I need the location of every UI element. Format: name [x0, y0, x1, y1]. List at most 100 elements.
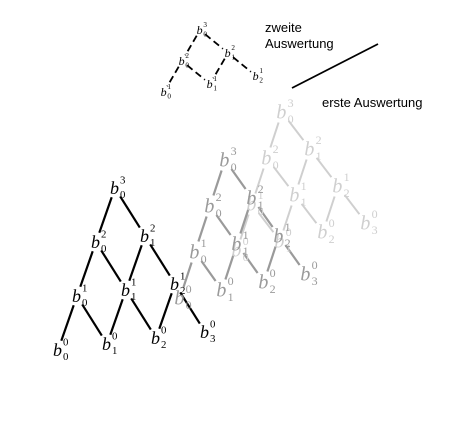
- node-symbol: b: [225, 46, 231, 60]
- node-subscript: 0: [203, 31, 207, 39]
- node-symbol: b: [207, 77, 213, 91]
- node-subscript: 2: [180, 285, 185, 297]
- node-symbol: b: [231, 239, 241, 261]
- triangle-front-bold-edge: [81, 303, 103, 337]
- node-superscript: 1: [82, 283, 87, 295]
- node-subscript: 2: [285, 236, 291, 250]
- node-superscript: 2: [273, 142, 279, 156]
- node-symbol: b: [332, 175, 342, 197]
- node-symbol: b: [253, 69, 259, 83]
- node-symbol: b: [204, 195, 214, 217]
- node-superscript: 3: [288, 96, 294, 110]
- triangle-front-bold-edge: [158, 292, 173, 330]
- node-symbol: b: [261, 147, 271, 169]
- node-symbol: b: [174, 287, 184, 309]
- node-subscript: 1: [231, 54, 235, 62]
- node-superscript: 0: [228, 274, 234, 288]
- triangle-back-light-edge: [297, 159, 308, 185]
- node-subscript: 0: [186, 298, 192, 312]
- node-superscript: 2: [258, 182, 264, 196]
- node-symbol: b: [304, 138, 314, 160]
- node-subscript: 0: [120, 189, 125, 201]
- node-superscript: 3: [203, 21, 207, 29]
- triangle-top-small-edge: [212, 58, 226, 79]
- triangle-back-light-edge: [343, 194, 361, 215]
- node-superscript: 0: [186, 282, 192, 296]
- node-subscript: 1: [228, 290, 234, 304]
- node-subscript: 0: [167, 93, 171, 101]
- node-symbol: b: [53, 340, 62, 360]
- triangle-front-bold-edge: [100, 249, 122, 283]
- node-subscript: 1: [258, 198, 264, 212]
- node-superscript: 0: [312, 258, 318, 272]
- node-superscript: 1: [167, 83, 171, 91]
- triangle-back-light-edge: [269, 122, 280, 148]
- node-subscript: 0: [201, 252, 207, 266]
- node-subscript: 1: [213, 85, 217, 93]
- triangle-middle-gray-edge: [212, 170, 223, 196]
- node-subscript: 0: [258, 204, 264, 218]
- node-superscript: 0: [372, 207, 378, 221]
- triangle-middle-gray-edge: [197, 216, 208, 242]
- triangle-back-light-edge: [287, 120, 305, 141]
- node-symbol: b: [273, 225, 283, 247]
- node-symbol: b: [189, 241, 199, 263]
- triangle-middle-gray-edge: [230, 168, 247, 190]
- node-superscript: 3: [231, 144, 237, 158]
- triangle-front-bold-edge: [79, 250, 94, 288]
- node-superscript: 0: [63, 337, 68, 349]
- triangle-middle-gray-edge: [215, 214, 232, 236]
- node-superscript: 0: [270, 266, 276, 280]
- node-symbol: b: [140, 226, 149, 246]
- node-superscript: 1: [131, 277, 136, 289]
- triangle-front-bold-edge: [119, 195, 141, 229]
- triangle-middle-gray-edge: [239, 208, 250, 234]
- node-subscript: 1: [150, 237, 155, 249]
- node-superscript: 0: [210, 319, 215, 331]
- node-superscript: 1: [259, 67, 263, 75]
- node-symbol: b: [170, 274, 179, 294]
- triangle-front-bold-edge: [109, 298, 124, 336]
- node-superscript: 1: [344, 170, 350, 184]
- node-symbol: b: [110, 178, 119, 198]
- node-superscript: 2: [231, 44, 235, 52]
- node-superscript: 2: [316, 133, 322, 147]
- node-symbol: b: [300, 263, 310, 285]
- triangle-front-bold-edge: [128, 244, 143, 282]
- triangle-front-bold-edge: [130, 297, 152, 331]
- node-symbol: b: [161, 85, 167, 99]
- node-subscript: 1: [286, 241, 292, 255]
- node-superscript: 2: [216, 190, 222, 204]
- node-symbol: b: [121, 280, 130, 300]
- node-symbol: b: [72, 286, 81, 306]
- triangle-middle-gray-edge: [284, 244, 301, 266]
- triangle-middle-gray-edge: [224, 254, 235, 280]
- triangle-middle-gray-edge: [182, 262, 193, 288]
- node-superscript: 3: [120, 175, 125, 187]
- annotation-erste-auswertung: erste Auswertung: [322, 95, 423, 110]
- triangle-back-light-edge: [300, 203, 318, 224]
- node-symbol: b: [216, 279, 226, 301]
- node-superscript: 1: [213, 75, 217, 83]
- node-subscript: 2: [344, 186, 350, 200]
- pointer-line: [291, 43, 379, 89]
- triangle-back-light-edge: [272, 166, 290, 187]
